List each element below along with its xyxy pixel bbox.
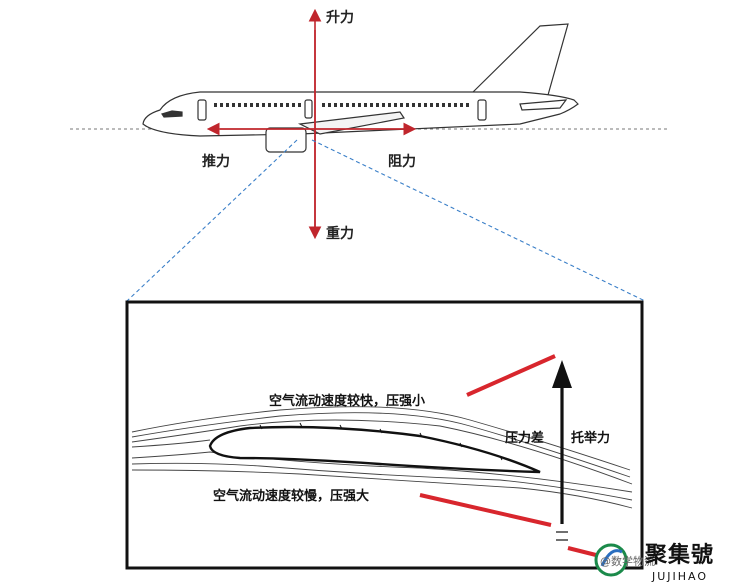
mid-door — [304, 99, 313, 119]
surface-ticks — [259, 422, 503, 461]
passenger-window — [394, 103, 397, 107]
drag-label: 阻力 — [388, 153, 416, 170]
engine — [265, 127, 307, 153]
weight-label: 重力 — [326, 225, 354, 242]
airplane — [142, 23, 579, 153]
upper-pointer — [466, 354, 556, 397]
logo-swoosh — [600, 549, 623, 567]
passenger-window — [214, 103, 217, 107]
passenger-window — [388, 103, 391, 107]
passenger-window — [370, 103, 373, 107]
horizontal-stabilizer — [519, 99, 568, 111]
tail-fin — [468, 23, 569, 96]
cockpit-window — [161, 110, 183, 118]
rear-door — [477, 99, 487, 121]
logo-icon — [594, 543, 628, 577]
passenger-window — [250, 103, 253, 107]
upper-flow-note: 空气流动速度较快，压强小 — [269, 393, 425, 409]
passenger-window — [298, 103, 301, 107]
passenger-window — [346, 103, 349, 107]
passenger-window — [226, 103, 229, 107]
passenger-window — [328, 103, 331, 107]
streamlines — [131, 406, 633, 509]
passenger-window — [466, 103, 469, 107]
passenger-window — [274, 103, 277, 107]
passenger-window — [286, 103, 289, 107]
lower-pointer — [419, 493, 552, 527]
passenger-window — [436, 103, 439, 107]
watermark-text: @数学物流 — [600, 554, 655, 568]
passenger-window — [220, 103, 223, 107]
passenger-window — [238, 103, 241, 107]
logo-sub-text: JUJIHAO — [651, 570, 708, 583]
passenger-window — [364, 103, 367, 107]
lift-force-label: 托举力 — [571, 430, 610, 446]
lift-force-arrowhead — [552, 360, 572, 388]
passenger-window — [322, 103, 325, 107]
passenger-window — [268, 103, 271, 107]
passenger-window — [358, 103, 361, 107]
passenger-window — [454, 103, 457, 107]
passenger-window — [262, 103, 265, 107]
passenger-window — [244, 103, 247, 107]
passenger-window — [430, 103, 433, 107]
passenger-window — [412, 103, 415, 107]
front-door — [197, 99, 207, 121]
passenger-window — [376, 103, 379, 107]
passenger-window — [442, 103, 445, 107]
passenger-window — [418, 103, 421, 107]
passenger-window — [334, 103, 337, 107]
passenger-window — [352, 103, 355, 107]
pressure-difference-label: 压力差 — [505, 430, 544, 446]
lower-flow-note: 空气流动速度较慢，压强大 — [213, 488, 369, 504]
passenger-window — [232, 103, 235, 107]
passenger-window — [382, 103, 385, 107]
passenger-window — [340, 103, 343, 107]
passenger-window — [448, 103, 451, 107]
logo-main-text: 聚集號 — [644, 542, 714, 568]
arrow-base-marks — [556, 531, 568, 541]
lower-pointer-tail — [567, 546, 597, 557]
passenger-window — [406, 103, 409, 107]
passenger-window — [292, 103, 295, 107]
zoom-guide-right — [311, 139, 646, 302]
jujihao-logo: @数学物流 聚集號 JUJIHAO — [594, 542, 714, 583]
passenger-window — [280, 103, 283, 107]
passenger-windows — [214, 103, 469, 107]
thrust-label: 推力 — [202, 153, 230, 170]
passenger-window — [256, 103, 259, 107]
passenger-window — [424, 103, 427, 107]
airfoil-shape — [208, 425, 541, 474]
lift-label: 升力 — [326, 9, 354, 26]
passenger-window — [460, 103, 463, 107]
passenger-window — [400, 103, 403, 107]
